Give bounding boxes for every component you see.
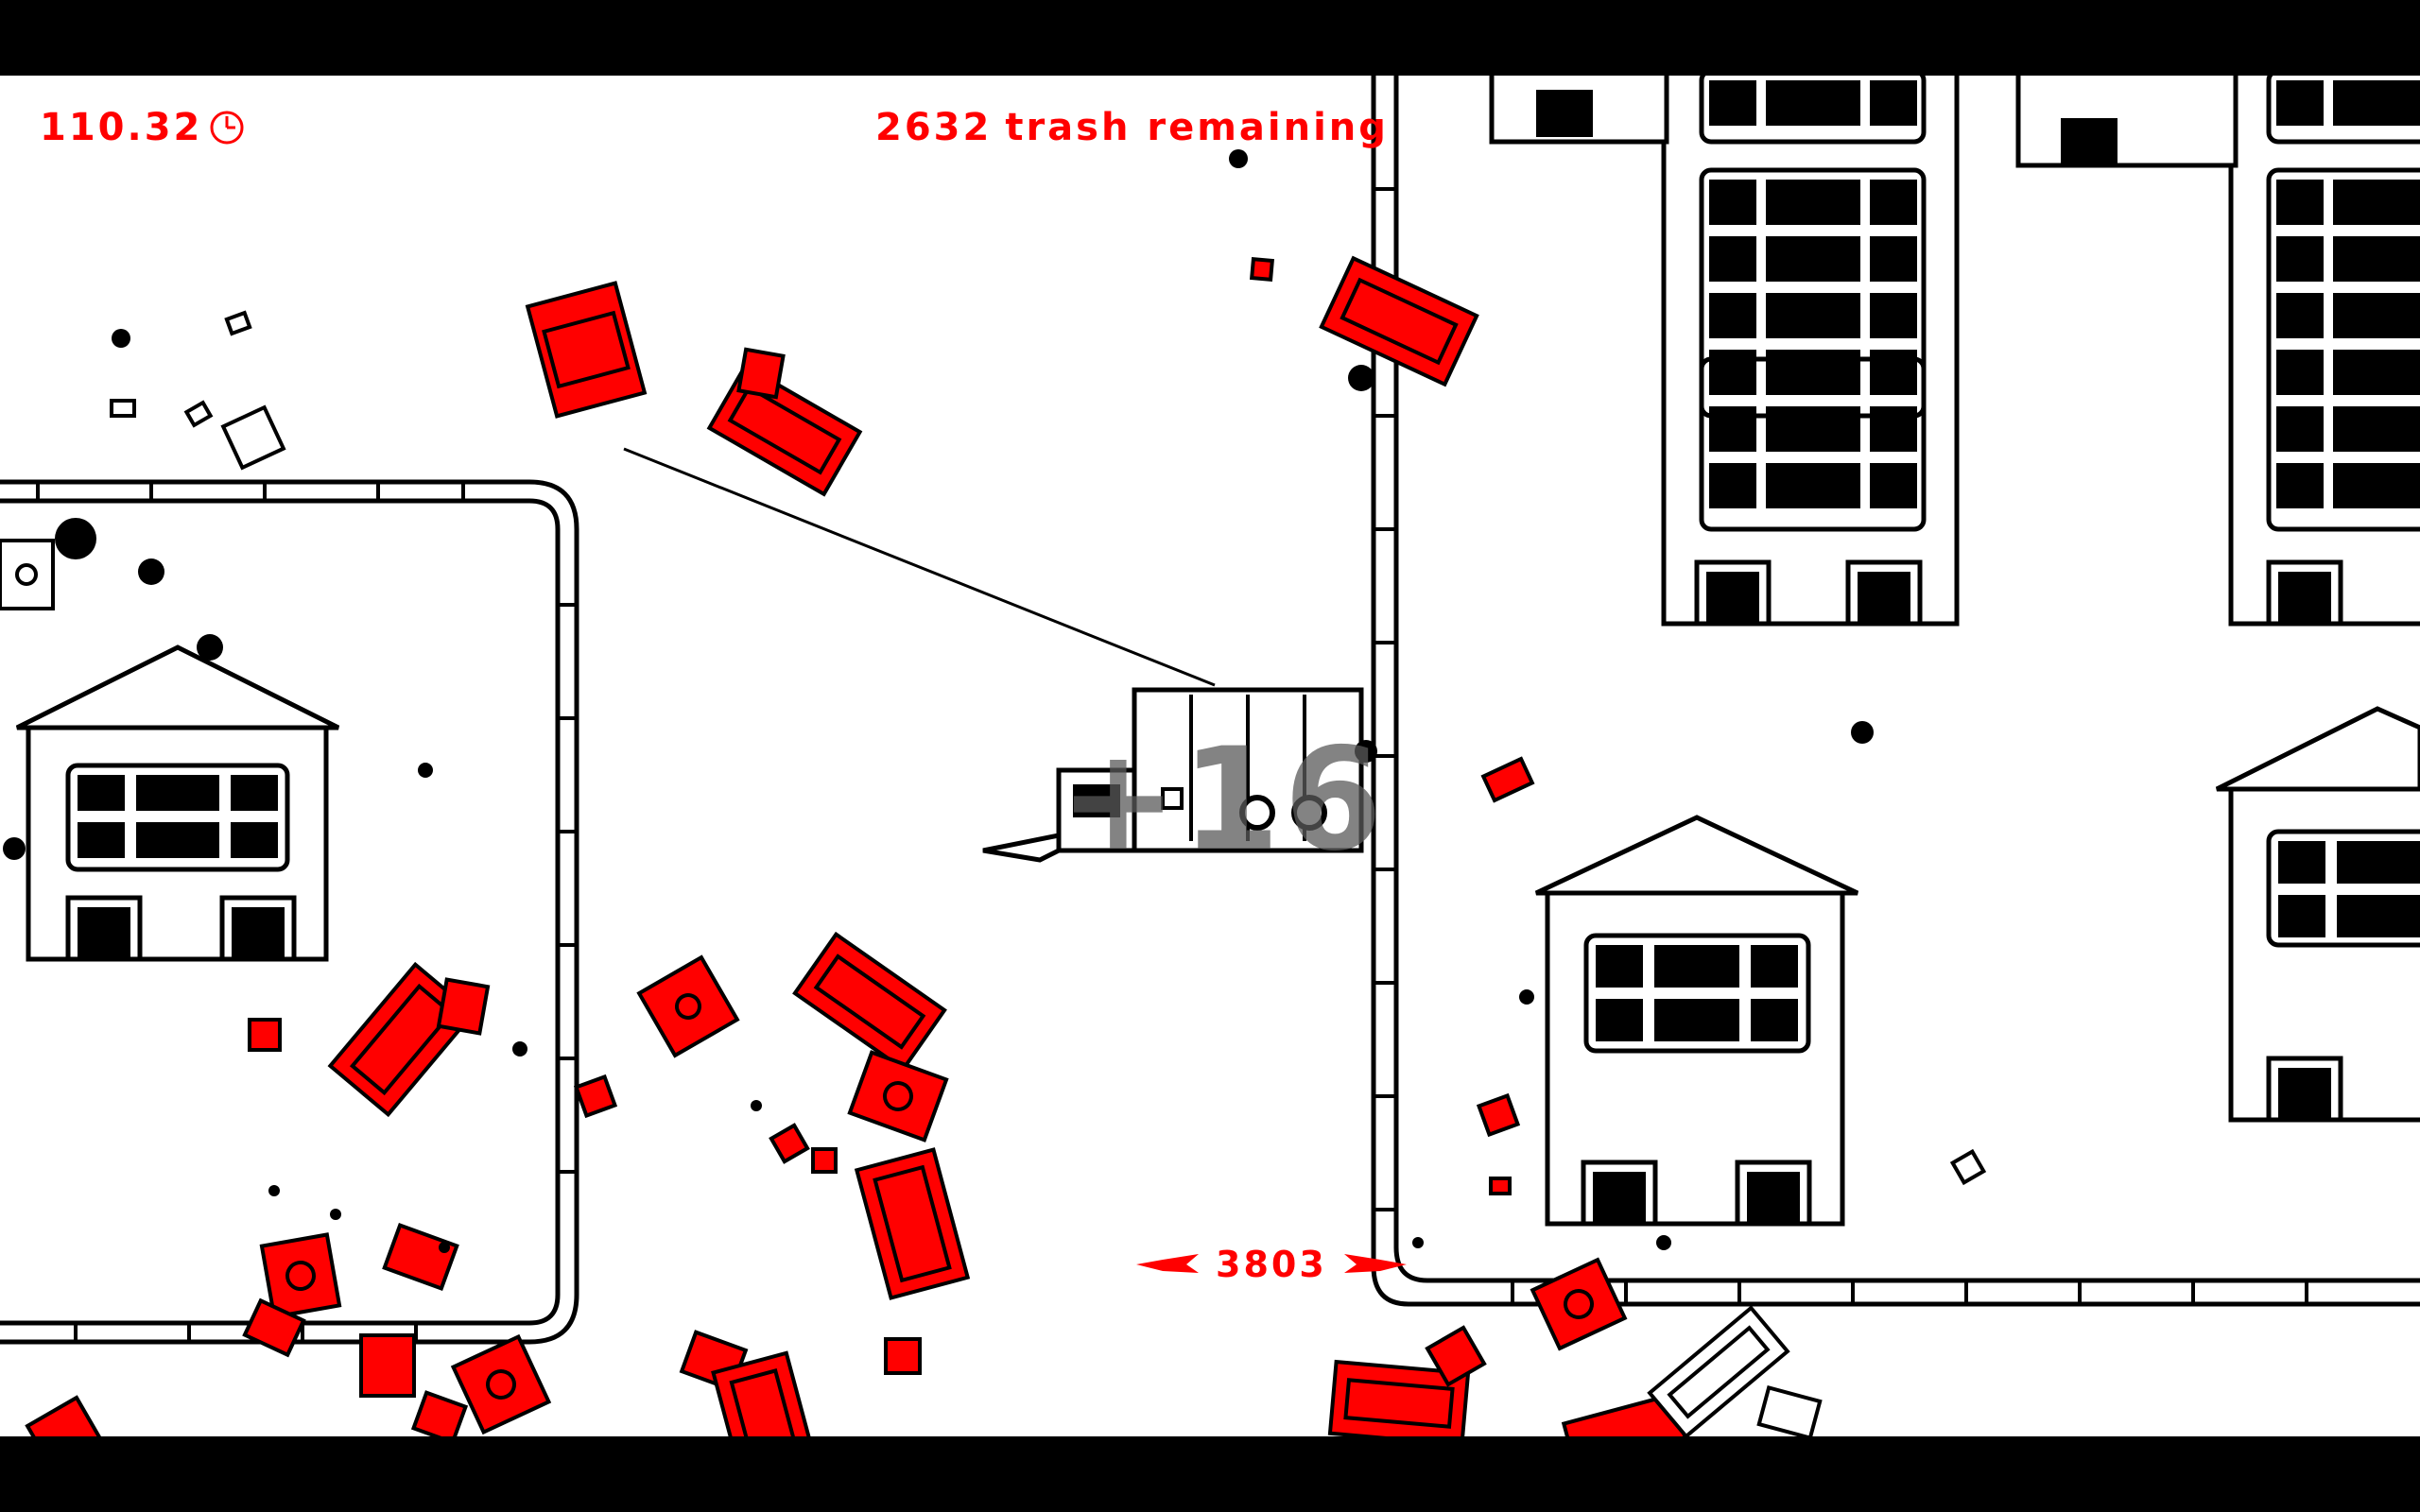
trash-box xyxy=(410,1390,469,1436)
trash-remaining-counter: 2632 trash remaining xyxy=(875,106,1389,149)
trash-remaining-label: trash remaining xyxy=(1005,106,1389,149)
garbage-truck-player xyxy=(982,687,1364,863)
trash-box xyxy=(1480,756,1535,803)
score-display: 3803 xyxy=(1134,1244,1409,1285)
white-debris xyxy=(0,310,1987,1436)
combo-bonus-text: +16 xyxy=(1059,718,1387,883)
trash-box xyxy=(769,1123,810,1164)
trash-box xyxy=(1489,1177,1512,1195)
trash-box xyxy=(436,977,491,1036)
house-far-right xyxy=(2215,706,2420,1123)
trash-box xyxy=(450,1333,552,1435)
game-playfield[interactable]: +16 xyxy=(0,76,2420,1436)
timer-value: 110.32 xyxy=(40,106,203,149)
trash-couch xyxy=(706,363,863,497)
trash-remaining-count: 2632 xyxy=(875,106,993,149)
trash-couch xyxy=(1319,255,1479,387)
grapple-line xyxy=(623,447,1216,687)
house-center-right xyxy=(1534,815,1859,1227)
trash-couch xyxy=(792,931,947,1073)
trash-items xyxy=(25,255,1691,1436)
trash-box xyxy=(359,1333,416,1398)
trash-box xyxy=(811,1147,838,1174)
score-value: 3803 xyxy=(1216,1244,1327,1285)
trash-couch xyxy=(711,1350,821,1436)
game-world xyxy=(0,76,2420,1436)
house-left xyxy=(15,644,340,962)
trash-box xyxy=(1476,1092,1521,1138)
left-wing-icon xyxy=(1136,1254,1199,1273)
trash-box xyxy=(242,1297,306,1358)
trash-box xyxy=(259,1232,342,1319)
debris-specks xyxy=(3,149,1874,1253)
letterbox-bottom xyxy=(0,1436,2420,1512)
letterbox-top xyxy=(0,0,2420,76)
trash-box xyxy=(382,1222,459,1292)
trash-couch xyxy=(525,281,648,419)
apartment-block-1 xyxy=(1661,76,1960,627)
trash-couch xyxy=(1327,1359,1471,1436)
trash-box xyxy=(1249,256,1275,283)
timer-display: 110.32 xyxy=(40,106,246,149)
trash-box xyxy=(884,1337,922,1375)
trash-box xyxy=(1530,1257,1628,1351)
trash-box xyxy=(847,1050,949,1143)
trash-box xyxy=(25,1395,108,1436)
trash-box xyxy=(248,1018,282,1052)
curb-ticks xyxy=(36,187,2308,1342)
trash-box xyxy=(1425,1325,1487,1387)
small-buildings-top xyxy=(1489,76,2238,168)
trash-box xyxy=(573,1074,618,1119)
clock-icon xyxy=(210,111,244,145)
trash-box xyxy=(736,347,786,400)
trash-couch xyxy=(327,961,476,1118)
right-wing-icon xyxy=(1343,1254,1407,1273)
apartment-block-2 xyxy=(2228,76,2420,627)
trash-couch xyxy=(854,1147,971,1300)
trash-box xyxy=(636,954,740,1058)
